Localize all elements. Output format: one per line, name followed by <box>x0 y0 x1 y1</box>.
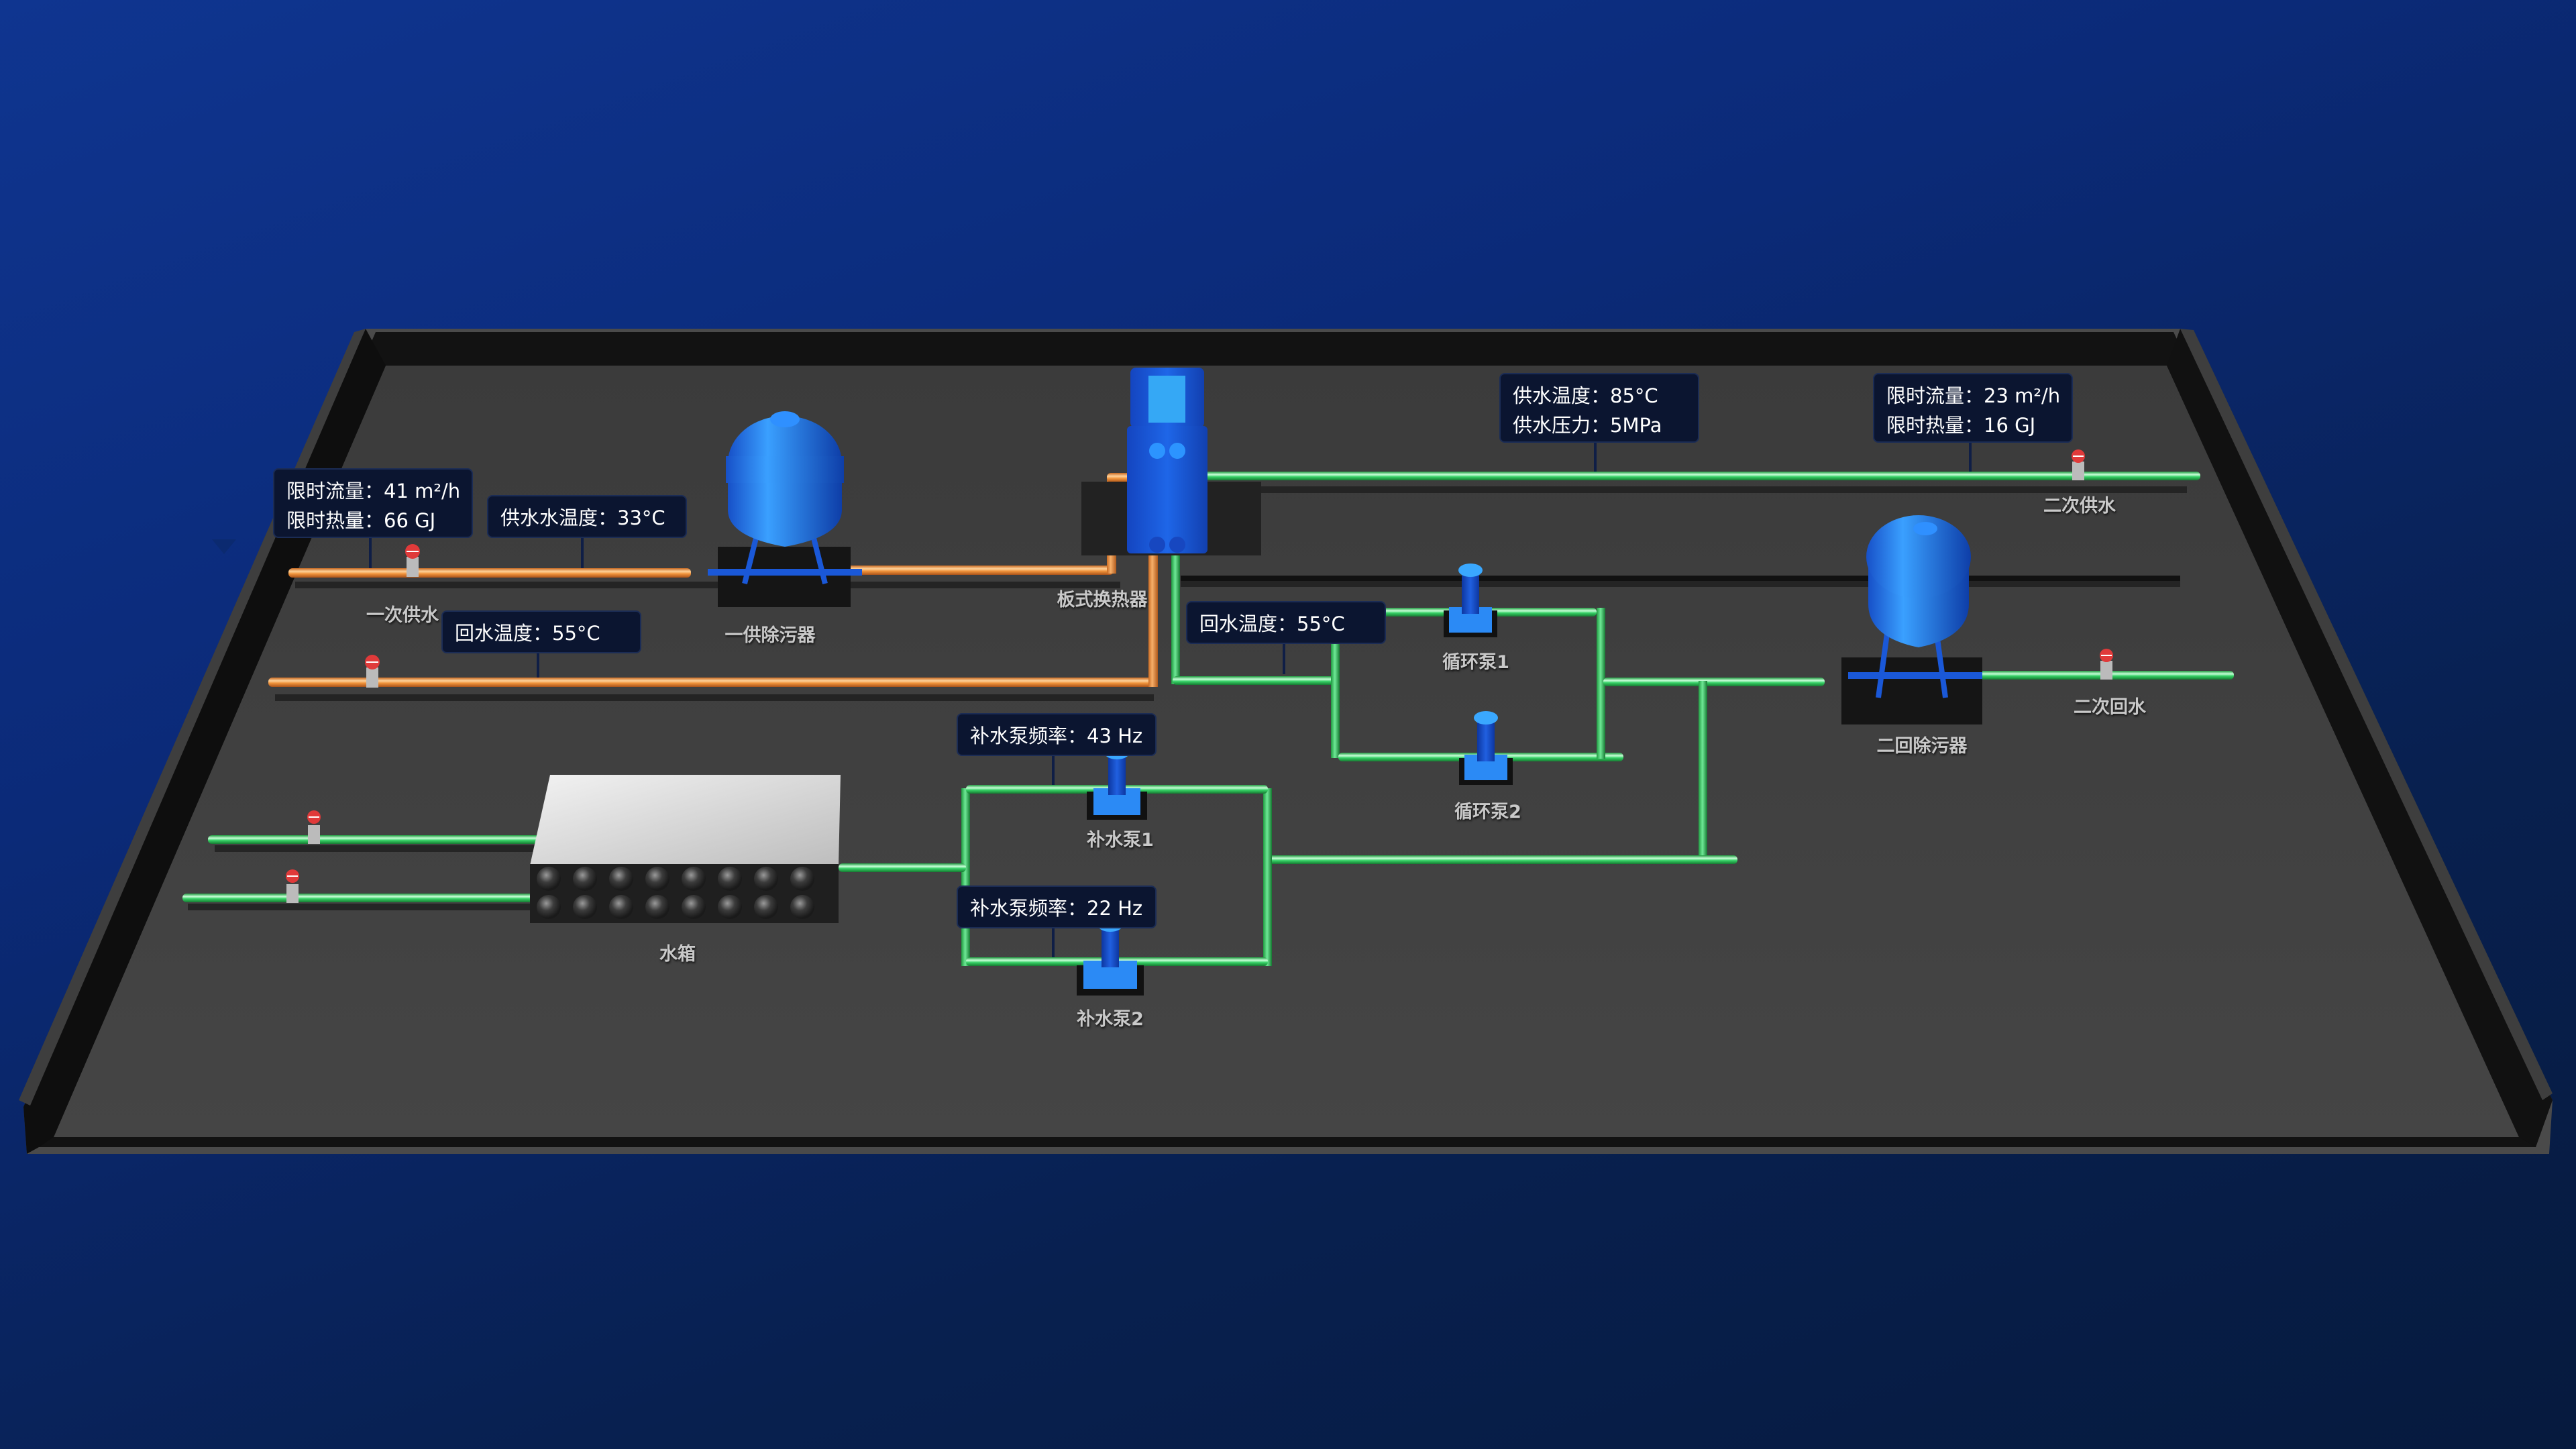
tank-bump <box>573 895 597 919</box>
tooltip-makeup-pump-1-freq: 补水泵频率：43 Hz <box>957 713 1157 756</box>
pipe-shadows <box>188 486 2187 910</box>
makeup-loop-left <box>961 788 970 966</box>
tank-inlet-pipe-2 <box>182 894 535 902</box>
secondary-return-header <box>1173 676 1335 685</box>
valve-secondary-return[interactable] <box>2100 649 2113 680</box>
valve-tank-inlet-2[interactable] <box>286 869 299 903</box>
secondary-heat-value: 限时热量：16 GJ <box>1886 414 2036 437</box>
label-secondary-return: 二次回水 <box>2074 697 2146 718</box>
label-circulation-pump-2: 循环泵2 <box>1454 802 1521 822</box>
primary-return-pipe <box>268 678 1154 687</box>
tank-bump <box>754 895 778 919</box>
makeup-trunk-vertical <box>1699 681 1707 862</box>
tank-bump <box>537 867 561 891</box>
primary-supply-pipe-2 <box>832 566 1114 575</box>
tooltip-stem <box>581 538 584 568</box>
primary-return-temp-value: 回水温度：55°C <box>455 622 600 645</box>
tooltip-secondary-flow: 限时流量：23 m²/h 限时热量：16 GJ <box>1873 373 2073 443</box>
makeup-pump-1-freq-value: 补水泵频率：43 Hz <box>970 724 1143 747</box>
valve-primary-return[interactable] <box>365 655 380 688</box>
secondary-filter-equipment[interactable] <box>1841 515 1982 724</box>
tank-bump <box>682 895 706 919</box>
tank-bump <box>609 895 633 919</box>
water-tank-panel-bumps <box>537 867 814 919</box>
platform-right-wall <box>2167 329 2553 1147</box>
label-circulation-pump-1: 循环泵1 <box>1442 652 1509 673</box>
secondary-return-temp-value: 回水温度：55°C <box>1199 612 1345 635</box>
makeup-pump-2-freq-value: 补水泵频率：22 Hz <box>970 897 1143 920</box>
primary-filter-base <box>718 547 851 607</box>
tank-bump <box>718 895 742 919</box>
tooltip-stem <box>1052 928 1055 957</box>
secondary-return-to-filter <box>1603 678 1825 686</box>
makeup-loop-right <box>1263 788 1272 966</box>
tank-bump <box>645 867 669 891</box>
tank-bump <box>645 895 669 919</box>
primary-heat-value: 限时热量：66 GJ <box>286 509 436 532</box>
valves <box>286 449 2113 903</box>
secondary-supply-pipe <box>1177 472 2200 480</box>
tooltip-stem <box>1594 443 1597 472</box>
platform-right-rim <box>2180 329 2553 1100</box>
tank-bump <box>537 895 561 919</box>
tank-bump <box>718 867 742 891</box>
primary-return-riser <box>1148 550 1158 687</box>
secondary-riser <box>1171 550 1180 684</box>
tooltip-stem <box>1052 756 1055 785</box>
primary-pipes <box>268 473 1158 687</box>
secondary-supply-temp-value: 供水温度：85°C <box>1513 384 1658 407</box>
tank-bump <box>682 867 706 891</box>
tooltip-primary-supply-temp: 供水水温度：33°C <box>487 495 687 538</box>
triangle-down-icon[interactable] <box>212 539 236 554</box>
valve-primary-supply[interactable] <box>405 544 420 577</box>
circ-pump-loop-right <box>1597 608 1605 759</box>
platform <box>19 329 2553 1154</box>
label-secondary-filter: 二回除污器 <box>1876 736 1968 757</box>
plate-heat-exchanger[interactable] <box>1081 368 1261 555</box>
tooltip-primary-flow: 限时流量：41 m²/h 限时热量：66 GJ <box>273 468 473 538</box>
tank-inlet-pipe-1 <box>208 835 540 844</box>
valve-tank-inlet-1[interactable] <box>307 810 321 844</box>
tooltip-stem <box>1969 443 1972 472</box>
tooltip-primary-return-temp: 回水温度：55°C <box>441 610 641 653</box>
label-makeup-pump-2: 补水泵2 <box>1077 1009 1144 1030</box>
tank-bump <box>609 867 633 891</box>
tooltip-secondary-supply: 供水温度：85°C 供水压力：5MPa <box>1499 373 1699 443</box>
label-makeup-pump-1: 补水泵1 <box>1087 830 1154 851</box>
secondary-flow-value: 限时流量：23 m²/h <box>1886 384 2061 407</box>
makeup-trunk-horizontal <box>1268 855 1737 864</box>
secondary-return-pipe <box>1966 671 2234 680</box>
circulation-pump-1[interactable] <box>1444 564 1497 637</box>
tank-bump <box>790 867 814 891</box>
label-plate-heat-exchanger: 板式换热器 <box>1057 590 1148 610</box>
circ-pump-loop-left <box>1331 607 1340 758</box>
tank-bump <box>790 895 814 919</box>
tank-bump <box>573 867 597 891</box>
valve-secondary-supply[interactable] <box>2072 449 2085 480</box>
water-tank-equipment[interactable] <box>530 775 841 923</box>
circulation-pump-2[interactable] <box>1459 711 1513 785</box>
tank-bump <box>754 867 778 891</box>
secondary-supply-pressure-value: 供水压力：5MPa <box>1513 414 1662 437</box>
primary-supply-pipe <box>288 568 691 578</box>
secondary-filter-base <box>1841 657 1982 724</box>
primary-filter-equipment[interactable] <box>708 411 862 607</box>
tooltip-makeup-pump-2-freq: 补水泵频率：22 Hz <box>957 885 1157 928</box>
tooltip-stem <box>537 653 539 678</box>
label-secondary-supply: 二次供水 <box>2043 496 2116 517</box>
tooltip-stem <box>1283 644 1285 674</box>
label-primary-filter: 一供除污器 <box>724 625 816 646</box>
tooltip-secondary-return-temp: 回水温度：55°C <box>1186 601 1386 644</box>
tooltip-stem <box>369 538 372 568</box>
tank-outlet-pipe <box>839 863 966 872</box>
primary-supply-temp-value: 供水水温度：33°C <box>500 506 665 529</box>
label-primary-supply: 一次供水 <box>366 605 439 626</box>
label-water-tank: 水箱 <box>659 944 696 965</box>
primary-flow-value: 限时流量：41 m²/h <box>286 480 461 502</box>
